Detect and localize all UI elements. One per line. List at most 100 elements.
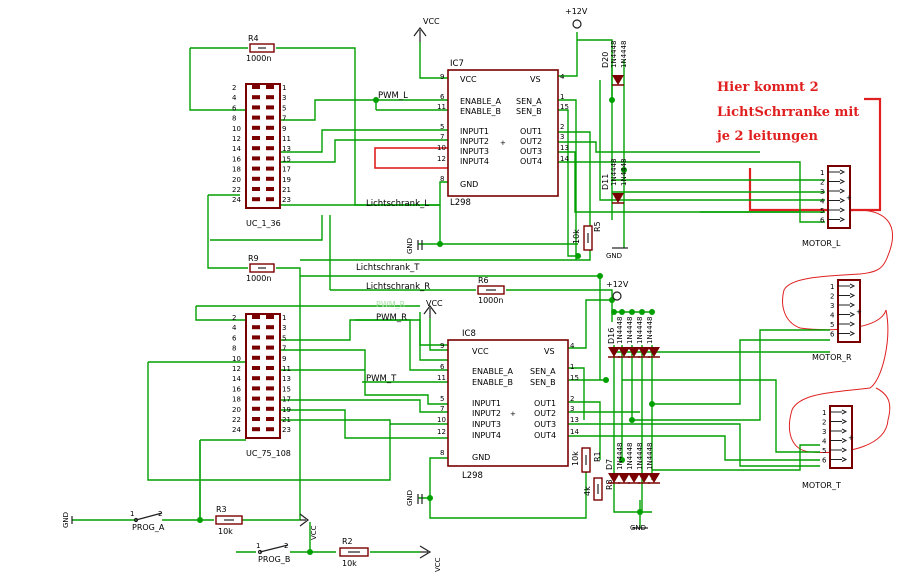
uc1-name: UC_1_36 [246,219,281,228]
uc1-pin-pad [266,85,274,89]
uc2-pin-num-left: 22 [232,416,241,424]
motor-l-pin-num: 2 [820,179,824,187]
freehand-loop-2 [788,309,891,453]
ic7-body [447,69,559,197]
ic8-pin-num: 9 [440,342,444,350]
ic8-pin-name: VCC [472,347,489,356]
uc1-pin-num-right: 23 [282,196,291,204]
uc2-pin-num-left: 16 [232,385,241,393]
ic7-pin-num: 15 [560,103,569,111]
prog-a-label: PROG_A [132,523,165,532]
uc1-pin-num-right: 1 [282,84,286,92]
net-pwm-t: PWM_T [366,374,397,384]
d-lower-2-diode-icon [628,473,640,483]
d-lower-2-part: 1N4448 [636,442,644,470]
motor-r-pin-num: 3 [830,302,834,310]
motor-t-pin-num: 4 [822,438,827,446]
r3-ref: R3 [216,505,227,514]
ic7-pin-name: GND [460,180,478,189]
d20-ref: D20 [601,52,610,68]
net-labels: PWM_L Lichtschrank_L Lichtschrank_T Lich… [356,91,430,384]
ic8-pin-name: ENABLE_B [472,378,513,387]
motor-r-pin-arrow-icon [849,302,856,308]
d-lower-4-diode-icon [648,473,660,483]
ic7-pin-name: INPUT1 [460,127,489,136]
uc2-pin-num-right: 3 [282,324,286,332]
gnd-label-ic7: GND [406,238,414,254]
motor-r-pin-num: 6 [830,331,835,339]
ic7-pin-num: 8 [440,175,444,183]
v12-label-ic8: +12V [606,280,629,289]
motor-t-pin-arrow-icon [841,457,848,462]
ic7-pin-name: ENABLE_B [460,107,501,116]
uc2-pin-pad [252,345,260,350]
motor-r-pin-num: 1 [830,283,834,291]
uc1-pin-num-right: 3 [282,94,286,102]
ic8-pin-num: 12 [437,428,446,436]
uc1-pin-pad [252,125,260,130]
r8-value: 4k [583,486,592,496]
uc1-pin-pad [252,95,260,100]
uc2-pin-num-left: 18 [232,396,241,404]
resistors: R4 1000n R9 1000n R6 1000n 10k R5 10k R1… [215,34,614,568]
gnd-label-ic8: GND [406,490,414,506]
motor-t-pin-arrow-icon [841,438,848,443]
d-lower-0-diode-icon [608,473,620,483]
gnd-icon [417,494,423,504]
v12-circle-icon [612,291,622,301]
motor-t-pin-num: 2 [822,419,826,427]
r5-value: 10k [572,229,581,244]
uc2-pin-num-left: 14 [232,375,241,383]
d-lower-3-part: 1N4448 [646,442,654,470]
motor-l-pin-num: 4 [820,198,825,206]
uc1-pin-num-right: 17 [282,166,291,174]
vcc-label-prog-b: VCC [434,557,442,572]
r6-value: 1000n [478,296,503,305]
uc2-pin-pad [252,335,260,340]
motor-t-pin-num: 5 [822,447,826,455]
uc1-pin-pad [266,105,274,110]
ic7-center-mark: + [500,139,506,147]
ic8-pin-name: ENABLE_A [472,367,514,376]
ic8-pin-name: OUT4 [534,431,556,440]
motor-l-plus: + [846,194,852,202]
ic7-pin-num: 3 [560,133,564,141]
ic8-body [447,339,569,467]
uc2-body [245,313,281,439]
uc1-pin-num-left: 16 [232,155,241,163]
gnd-label-diodes-top: GND [606,252,622,260]
uc1-pin-pad [252,85,260,89]
prog-a-pin2: 2 [158,510,162,518]
uc1-body [245,83,281,209]
uc1-pin-num-left: 22 [232,186,241,194]
ic7-pin-num: 7 [440,133,444,141]
motor-l-pin-num: 3 [820,188,824,196]
d20-part: 1N4448 [610,40,618,68]
uc2-pin-num-right: 21 [282,416,291,424]
ic8-pin-name: INPUT4 [472,431,501,440]
uc1-pin-pad [252,136,260,140]
ic8-pin-num: 11 [437,374,446,382]
motor-r-pin-arrow-icon [849,312,856,317]
vcc-arrow-icon [423,305,437,318]
uc2-pin-pad [252,417,260,421]
motor-r-name: MOTOR_R [812,353,852,362]
ic8-ref: IC8 [462,329,476,339]
uc1-pin-pad [252,156,260,161]
uc2-pin-pad [266,366,274,370]
motor-r-pin-num: 2 [830,293,834,301]
uc1-pin-pad [266,187,274,191]
uc2-pin-pad [266,406,274,411]
uc2-pin-num-right: 15 [282,385,291,393]
ic7-pin-name: INPUT3 [460,147,489,156]
uc1-pin-pad [252,115,260,120]
ic8-pin-name: VS [544,347,555,356]
r4-ref: R4 [248,34,259,43]
uc1-pin-num-left: 18 [232,166,241,174]
gnd-icon [417,240,423,250]
ic7-pin-name: OUT2 [520,137,542,146]
motor-r-pin-arrow-icon [849,331,856,336]
uc1-pin-num-left: 10 [232,125,241,133]
